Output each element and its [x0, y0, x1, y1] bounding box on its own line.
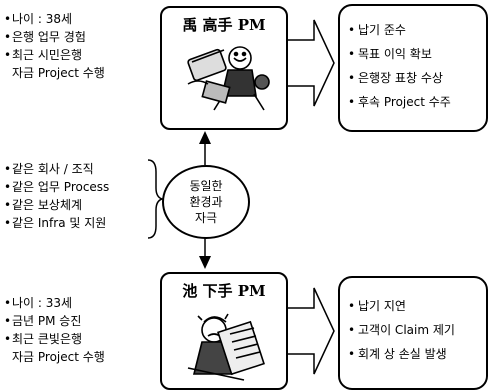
condition-item: 같은 보상체계	[4, 196, 109, 214]
common-conditions: 같은 회사 / 조직 같은 업무 Process 같은 보상체계 같은 Infr…	[4, 160, 109, 232]
top-pm-box: 禹 高手 PM	[160, 6, 288, 130]
result-item: 회계 상 손실 발생	[348, 342, 455, 366]
bottom-results-list: 납기 지연 고객이 Claim 제기 회계 상 손실 발생	[348, 294, 455, 366]
profile-item: 최근 시민은행	[4, 46, 105, 64]
profile-item-cont: 자금 Project 수행	[12, 350, 105, 364]
common-environment-ellipse: 동일한 환경과 자극	[162, 165, 250, 239]
center-line: 동일한	[189, 179, 223, 193]
stressed-pm-illustration-icon	[187, 313, 265, 381]
condition-item: 같은 Infra 및 지원	[4, 214, 109, 232]
profile-item: 최근 큰빛은행	[4, 330, 105, 348]
bottom-pm-box: 池 下手 PM	[160, 272, 288, 390]
profile-item: 나이 : 33세	[4, 294, 105, 312]
result-item: 고객이 Claim 제기	[348, 318, 455, 342]
result-item: 은행장 표창 수상	[348, 66, 451, 90]
bottom-pm-profile: 나이 : 33세 금년 PM 승진 최근 큰빛은행 자금 Project 수행	[4, 294, 105, 366]
result-item: 후속 Project 수주	[348, 90, 451, 114]
result-item: 납기 준수	[348, 18, 451, 42]
profile-item: 나이 : 38세	[4, 10, 105, 28]
arrow-up-head	[199, 131, 211, 144]
bottom-results-box: 납기 지연 고객이 Claim 제기 회계 상 손실 발생	[338, 276, 488, 390]
top-pm-profile: 나이 : 38세 은행 업무 경험 최근 시민은행 자금 Project 수행	[4, 10, 105, 82]
profile-item-cont: 자금 Project 수행	[12, 66, 105, 80]
brace	[147, 159, 165, 239]
bottom-pm-title: 池 下手 PM	[182, 282, 266, 300]
result-item: 목표 이익 확보	[348, 42, 451, 66]
top-result-arrow	[285, 19, 335, 107]
profile-item: 금년 PM 승진	[4, 312, 105, 330]
bottom-result-arrow	[285, 287, 335, 375]
arrow-down-head	[199, 256, 211, 269]
condition-item: 같은 업무 Process	[4, 178, 109, 196]
happy-pm-illustration-icon	[187, 46, 270, 111]
top-results-list: 납기 준수 목표 이익 확보 은행장 표창 수상 후속 Project 수주	[348, 18, 451, 114]
center-line: 환경과	[189, 195, 223, 209]
top-pm-title: 禹 高手 PM	[182, 16, 266, 34]
top-results-box: 납기 준수 목표 이익 확보 은행장 표창 수상 후속 Project 수주	[338, 4, 488, 132]
center-line: 자극	[194, 211, 218, 225]
profile-item: 은행 업무 경험	[4, 28, 105, 46]
result-item: 납기 지연	[348, 294, 455, 318]
condition-item: 같은 회사 / 조직	[4, 160, 109, 178]
